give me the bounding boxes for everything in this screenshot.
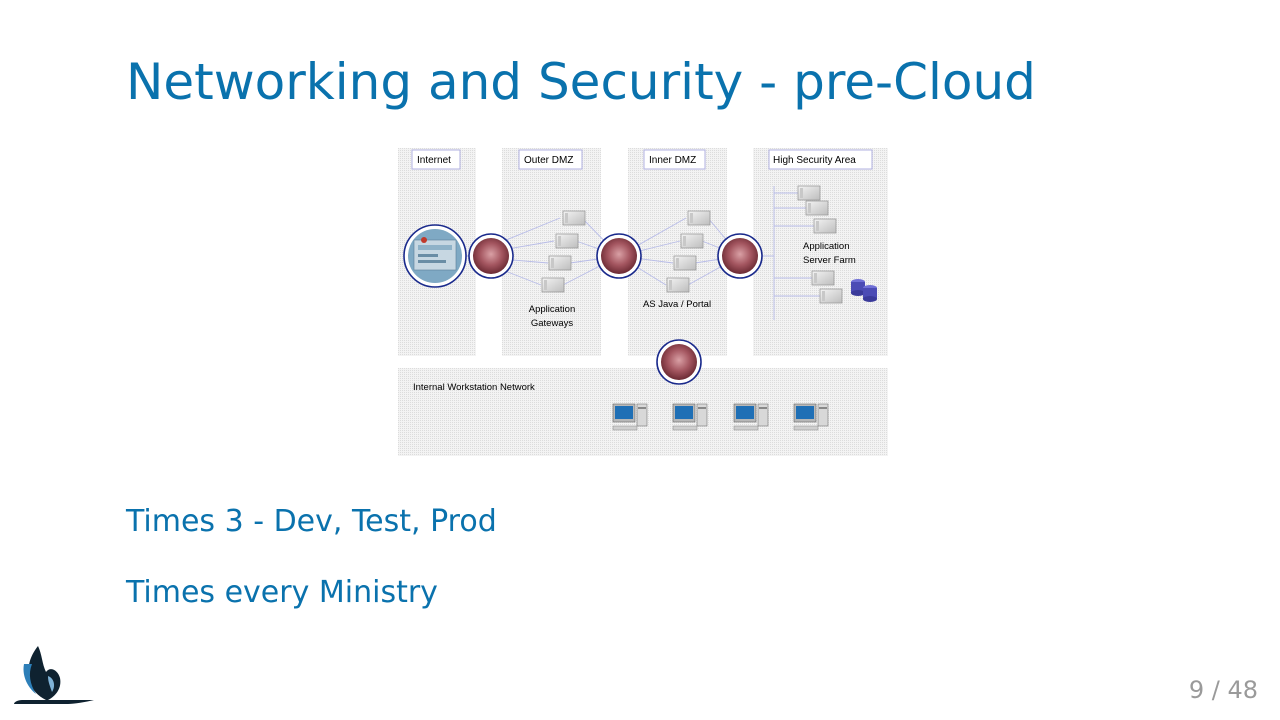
- bullet-text: Times 3 - Dev, Test, Prod: [126, 504, 497, 539]
- database-icon: [851, 279, 877, 302]
- workstation-icon: [672, 403, 708, 431]
- server-icon: [805, 200, 829, 216]
- label-app-gateways: Gateways: [531, 318, 573, 329]
- network-diagram: Internet Outer DMZ Inner DMZ High Securi…: [398, 148, 888, 456]
- firewall-icon: [596, 233, 642, 279]
- label-app-server-farm: Server Farm: [803, 255, 856, 266]
- firewall-icon: [468, 233, 514, 279]
- zone-label-high-security: High Security Area: [773, 155, 856, 166]
- zone-label-inner-dmz: Inner DMZ: [649, 155, 696, 166]
- label-app-gateways: Application: [529, 304, 575, 315]
- label-app-server-farm: Application: [803, 241, 849, 252]
- swan-logo-icon: [14, 646, 94, 704]
- server-icon: [687, 210, 711, 226]
- zone-high-security: [753, 148, 888, 356]
- label-as-java-portal: AS Java / Portal: [643, 299, 711, 310]
- zone-label-internet: Internet: [417, 155, 451, 166]
- zone-outer-dmz: [502, 148, 601, 356]
- server-icon: [811, 270, 835, 286]
- zone-inner-dmz: [628, 148, 727, 356]
- page-current: 9: [1188, 676, 1205, 704]
- server-icon: [666, 277, 690, 293]
- server-icon: [797, 185, 821, 201]
- workstation-icon: [612, 403, 648, 431]
- label-internal-network: Internal Workstation Network: [413, 382, 535, 393]
- internet-globe-icon: [403, 224, 467, 288]
- server-icon: [548, 255, 572, 271]
- server-icon: [562, 210, 586, 226]
- server-icon: [819, 288, 843, 304]
- zone-label-outer-dmz: Outer DMZ: [524, 155, 573, 166]
- bullet-text: Times every Ministry: [126, 575, 438, 610]
- firewall-icon: [656, 339, 702, 385]
- workstation-icon: [793, 403, 829, 431]
- page-number: 9 / 48: [1189, 676, 1258, 704]
- server-icon: [680, 233, 704, 249]
- server-icon: [541, 277, 565, 293]
- firewall-icon: [717, 233, 763, 279]
- workstation-icon: [733, 403, 769, 431]
- server-icon: [813, 218, 837, 234]
- server-icon: [555, 233, 579, 249]
- page-total: 48: [1227, 676, 1258, 704]
- page-separator: /: [1204, 676, 1228, 704]
- server-icon: [673, 255, 697, 271]
- slide-title: Networking and Security - pre-Cloud: [126, 53, 1036, 111]
